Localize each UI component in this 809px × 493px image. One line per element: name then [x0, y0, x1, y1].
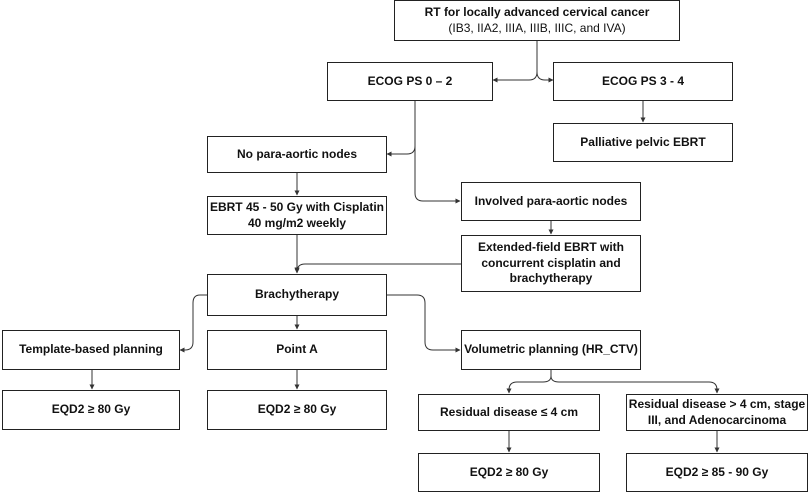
node-residual-large-line1: Residual disease > 4 cm, stage	[628, 396, 806, 411]
node-residual-small-label: Residual disease ≤ 4 cm	[440, 404, 578, 419]
node-eqd2-template-label: EQD2 ≥ 80 Gy	[51, 402, 131, 417]
node-eqd2-template: EQD2 ≥ 80 Gy	[2, 390, 180, 430]
node-extended-line3: brachytherapy	[509, 271, 593, 286]
arrow-root-to-ecog-0-2	[492, 40, 538, 83]
arrow-ecog-0-2-to-no-para-aortic	[386, 100, 416, 157]
node-involved-para-aortic-nodes: Involved para-aortic nodes	[461, 182, 641, 221]
node-no-para-aortic-label: No para-aortic nodes	[236, 146, 358, 161]
node-eqd2-point-a-label: EQD2 ≥ 80 Gy	[257, 402, 337, 417]
node-ecog-3-4: ECOG PS 3 - 4	[553, 62, 733, 101]
node-root-rt-cervical-cancer: RT for locally advanced cervical cancer …	[394, 0, 680, 41]
node-ebrt-line2: 40 mg/m2 weekly	[247, 215, 347, 230]
node-ecog-0-2-label: ECOG PS 0 – 2	[367, 73, 453, 88]
arrow-brachytherapy-to-template	[179, 294, 207, 353]
node-volumetric-label: Volumetric planning (HR_CTV)	[464, 342, 638, 357]
node-template-based-planning: Template-based planning	[2, 330, 180, 370]
node-ecog-0-2: ECOG PS 0 – 2	[327, 62, 493, 101]
node-brachytherapy: Brachytherapy	[207, 274, 387, 316]
node-ebrt-cisplatin: EBRT 45 - 50 Gy with Cisplatin 40 mg/m2 …	[207, 196, 387, 235]
node-palliative-pelvic-ebrt: Palliative pelvic EBRT	[553, 123, 733, 162]
node-eqd2-small: EQD2 ≥ 80 Gy	[418, 453, 600, 492]
arrow-ecog-0-2-to-involved-para-aortic	[414, 100, 461, 204]
node-extended-line1: Extended-field EBRT with	[477, 240, 624, 255]
node-extended-line2: concurrent cisplatin and	[481, 255, 621, 270]
arrow-root-to-ecog-3-4	[536, 40, 554, 83]
node-palliative-label: Palliative pelvic EBRT	[580, 134, 706, 149]
node-extended-field-ebrt: Extended-field EBRT with concurrent cisp…	[461, 235, 641, 292]
node-residual-disease-large: Residual disease > 4 cm, stage III, and …	[626, 394, 808, 431]
node-involved-label: Involved para-aortic nodes	[474, 193, 628, 208]
node-residual-disease-small: Residual disease ≤ 4 cm	[418, 394, 600, 431]
node-template-label: Template-based planning	[19, 342, 163, 357]
node-residual-large-line2: III, and Adenocarcinoma	[647, 412, 787, 427]
node-eqd2-large-label: EQD2 ≥ 85 - 90 Gy	[665, 464, 769, 479]
arrow-volumetric-to-residual-large	[550, 369, 720, 394]
node-ecog-3-4-label: ECOG PS 3 - 4	[601, 73, 685, 88]
node-eqd2-large: EQD2 ≥ 85 - 90 Gy	[626, 453, 808, 492]
arrow-extended-field-to-brachytherapy	[294, 263, 463, 273]
node-point-a-label: Point A	[276, 342, 318, 357]
node-point-a: Point A	[207, 330, 387, 370]
node-no-para-aortic-nodes: No para-aortic nodes	[207, 136, 387, 173]
arrow-brachytherapy-to-volumetric	[387, 294, 461, 353]
node-root-line1: RT for locally advanced cervical cancer	[424, 4, 650, 19]
node-volumetric-planning: Volumetric planning (HR_CTV)	[461, 330, 641, 370]
node-eqd2-point-a: EQD2 ≥ 80 Gy	[207, 390, 387, 430]
node-ebrt-line1: EBRT 45 - 50 Gy with Cisplatin	[209, 199, 385, 214]
arrow-volumetric-to-residual-small	[506, 369, 552, 394]
node-root-line2: (IB3, IIA2, IIIA, IIIB, IIIC, and IVA)	[448, 20, 626, 35]
node-eqd2-small-label: EQD2 ≥ 80 Gy	[469, 464, 549, 479]
node-brachytherapy-label: Brachytherapy	[254, 287, 340, 302]
